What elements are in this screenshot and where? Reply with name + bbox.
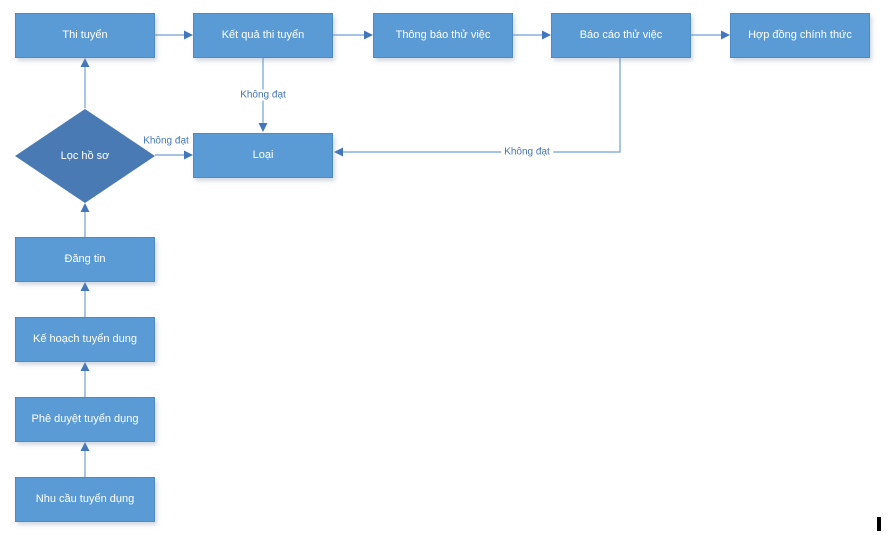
connector-bao-cao-to-loai <box>334 58 621 157</box>
node-label: Loại <box>252 149 274 162</box>
node-loai: Loại <box>193 133 333 178</box>
node-ke-hoach-tuyen-dung: Kế hoạch tuyển dung <box>15 317 155 362</box>
connector-nhu-cau-to-phe-duyet <box>80 442 90 477</box>
connector-thong-bao-to-bao-cao <box>513 30 551 40</box>
connector-ke-hoach-to-dang-tin <box>80 282 90 317</box>
node-label: Nhu cầu tuyển dụng <box>35 493 135 506</box>
edge-label-probation-fail: Không đạt <box>501 146 553 158</box>
node-label: Phê duyệt tuyển dụng <box>31 413 139 426</box>
node-label: Hợp đồng chính thức <box>748 29 852 42</box>
connector-phe-duyet-to-ke-hoach <box>80 362 90 397</box>
node-thong-bao-thu-viec: Thông báo thử việc <box>373 13 513 58</box>
node-thi-tuyen: Thi tuyển <box>15 13 155 58</box>
node-hop-dong-chinh-thuc: Hợp đồng chính thức <box>730 13 870 58</box>
connector-bao-cao-to-hop-dong <box>691 30 730 40</box>
connector-loc-ho-so-to-thi-tuyen <box>80 58 90 108</box>
node-label: Báo cáo thử việc <box>579 29 663 42</box>
edge-label-exam-fail: Không đạt <box>237 89 289 101</box>
node-ket-qua-thi-tuyen: Kết quả thi tuyển <box>193 13 333 58</box>
node-label: Thi tuyển <box>62 29 108 42</box>
node-label: Thông báo thử việc <box>395 29 491 42</box>
connector-ket-qua-to-thong-bao <box>333 30 373 40</box>
node-phe-duyet-tuyen-dung: Phê duyệt tuyển dụng <box>15 397 155 442</box>
connector-dang-tin-to-loc-ho-so <box>80 203 90 237</box>
edge-label-screening-fail: Không đạt <box>143 135 189 147</box>
connector-loc-ho-so-to-loai <box>155 150 193 160</box>
node-dang-tin: Đăng tin <box>15 237 155 282</box>
node-label: Đăng tin <box>64 253 106 266</box>
text-cursor-mark <box>877 517 881 531</box>
node-nhu-cau-tuyen-dung: Nhu cầu tuyển dụng <box>15 477 155 522</box>
node-label: Kế hoạch tuyển dung <box>33 333 137 346</box>
connector-thi-tuyen-to-ket-qua <box>155 30 193 40</box>
node-bao-cao-thu-viec: Báo cáo thử việc <box>551 13 691 58</box>
node-label: Lọc hồ sơ <box>60 149 110 162</box>
node-label: Kết quả thi tuyển <box>221 29 305 42</box>
